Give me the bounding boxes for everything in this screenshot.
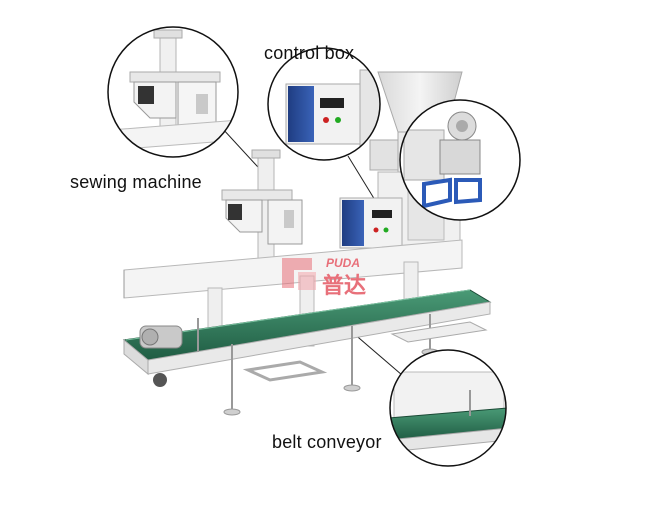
control-box-icon [339,197,403,249]
brand-name-cn: 普达 [322,274,367,299]
brand-name-en: PUDA [326,256,361,270]
belt-conveyor-label: belt conveyor [272,432,382,452]
callout-control-box [267,47,381,161]
control-box-label: control box [264,43,355,63]
sewing-machine-label: sewing machine [70,172,202,192]
callout-belt [389,349,507,467]
motor-icon [139,325,183,387]
callout-sewing [107,26,239,158]
sewing-machine-icon [221,149,303,281]
brand-logo-icon [282,258,316,290]
callout-weigher [399,99,521,221]
belt-conveyor-icon [122,289,492,416]
